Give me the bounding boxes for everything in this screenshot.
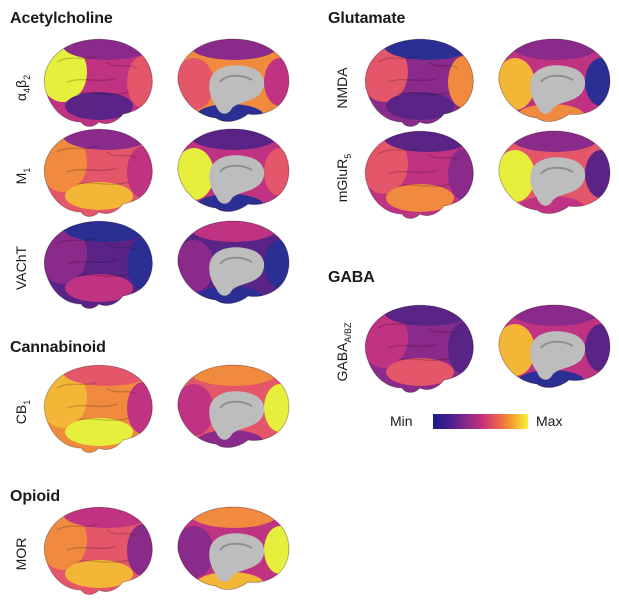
brain-lateral-a4b2	[43, 38, 153, 127]
brain-medial-cb1	[177, 364, 290, 448]
brain-medial-mglur5	[498, 130, 611, 214]
colorbar-min-label: Min	[390, 413, 413, 429]
row-label-mglur5: mGluR5	[334, 153, 353, 203]
group-title-cannabinoid: Cannabinoid	[10, 339, 106, 356]
brain-medial-m1	[177, 128, 290, 212]
brain-lateral-vacht	[43, 220, 153, 309]
group-title-acetylcholine: Acetylcholine	[10, 10, 113, 27]
brain-medial-gaba-abz	[498, 304, 611, 388]
brain-lateral-nmda	[364, 38, 474, 127]
row-label-m1: M1	[13, 167, 32, 185]
brain-medial-a4b2	[177, 38, 290, 122]
row-label-nmda: NMDA	[334, 67, 350, 109]
colorbar-max-label: Max	[536, 413, 563, 429]
group-title-gaba: GABA	[328, 269, 375, 286]
group-title-glutamate: Glutamate	[328, 10, 406, 27]
row-label-vacht: VAChT	[13, 245, 29, 291]
colorbar-legend: Min Max	[390, 411, 580, 435]
brain-medial-mor	[177, 506, 290, 590]
brain-lateral-cb1	[43, 364, 153, 453]
brain-lateral-gaba-abz	[364, 304, 474, 393]
row-label-a4b2: α4β2	[13, 74, 32, 102]
brain-lateral-mor	[43, 506, 153, 595]
brain-medial-nmda	[498, 38, 611, 122]
brain-lateral-m1	[43, 128, 153, 217]
row-label-cb1: CB1	[13, 399, 32, 425]
colorbar-gradient	[433, 414, 528, 429]
brain-medial-vacht	[177, 220, 290, 304]
group-title-opioid: Opioid	[10, 488, 61, 505]
row-label-mor: MOR	[13, 537, 29, 571]
brain-lateral-mglur5	[364, 130, 474, 219]
row-label-gaba-abz: GABAA/BZ	[334, 322, 353, 382]
